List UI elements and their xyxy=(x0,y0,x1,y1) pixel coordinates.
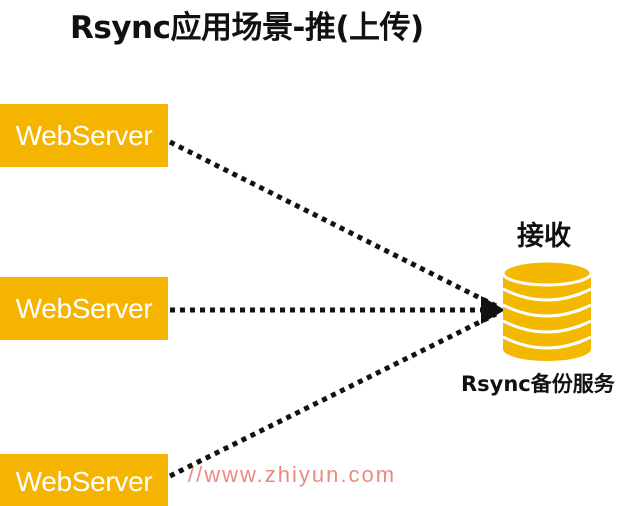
receiver-caption: 接收 xyxy=(517,221,571,252)
watermark: //www.zhiyun.com xyxy=(188,462,397,487)
receiver-service-label: Rsync备份服务 xyxy=(461,372,615,396)
webserver-box-2: WebServer xyxy=(0,277,168,340)
webserver-label: WebServer xyxy=(15,292,153,324)
arrow-line-3 xyxy=(168,311,498,479)
webserver-box-1: WebServer xyxy=(0,104,168,167)
arrow-head xyxy=(481,296,505,324)
database-icon xyxy=(501,259,593,361)
page-title: Rsync应用场景-推(上传) xyxy=(70,10,424,46)
arrow-line-1 xyxy=(168,139,498,309)
webserver-label: WebServer xyxy=(15,119,153,151)
flow-arrows xyxy=(168,139,593,479)
